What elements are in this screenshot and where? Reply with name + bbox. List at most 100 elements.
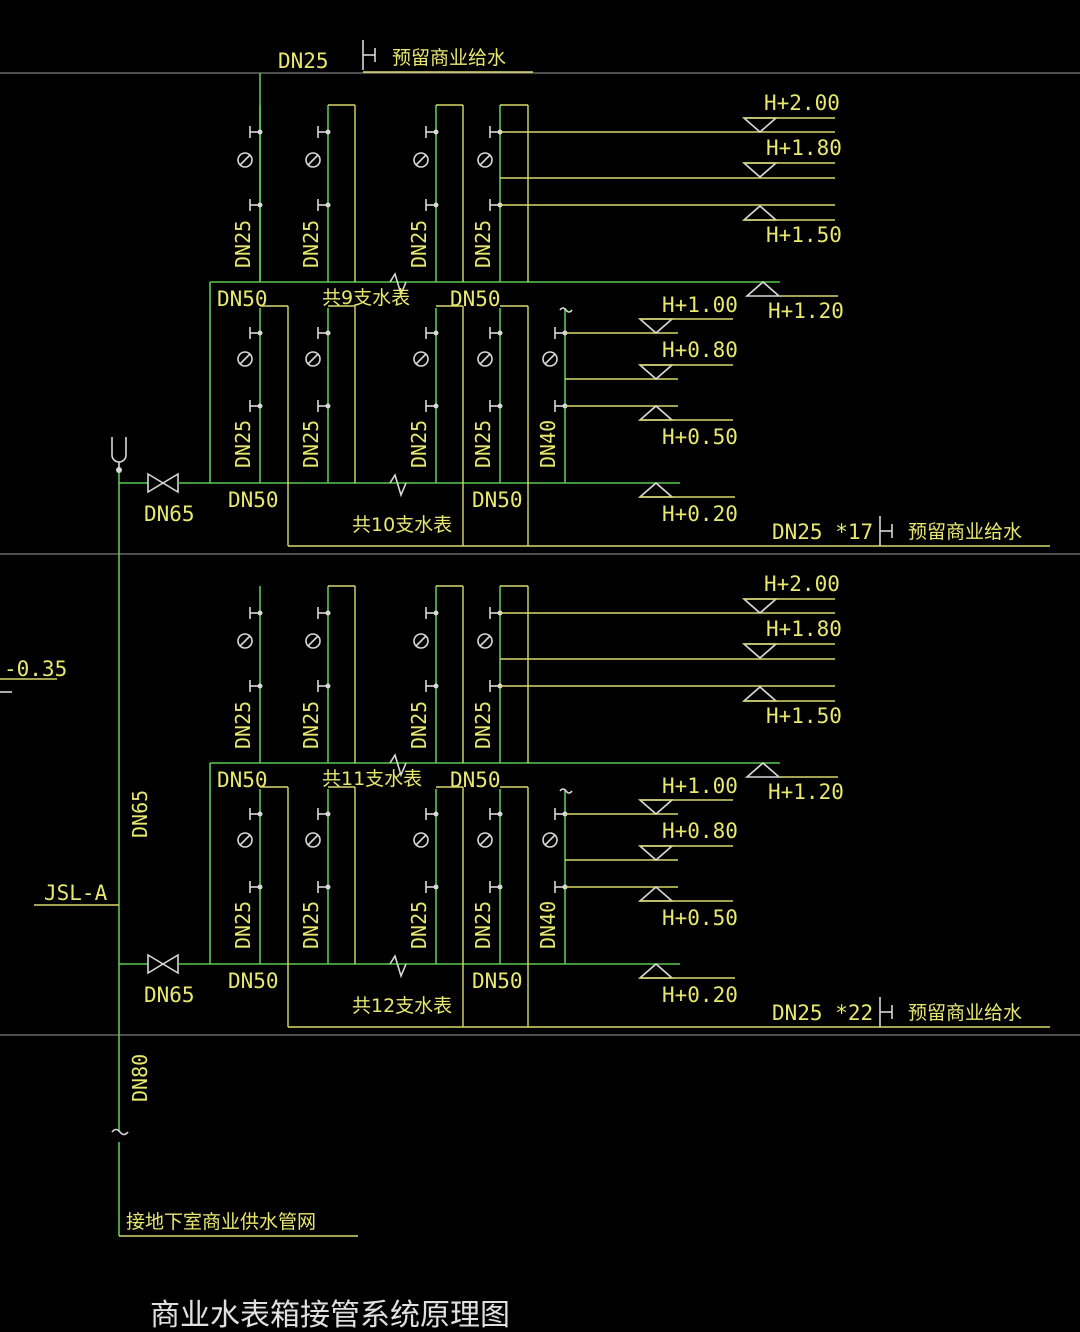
elevation-mark <box>741 685 779 702</box>
elevation-mark <box>637 962 675 979</box>
water-meter-icon <box>477 633 493 649</box>
branch-size: DN25 <box>231 701 255 749</box>
break-mark <box>389 473 407 498</box>
stop-valve-icon <box>425 199 439 211</box>
branch-size: DN25 <box>407 901 431 949</box>
branch-size: DN25 <box>299 220 323 268</box>
stop-valve-icon <box>317 607 331 619</box>
stop-valve-icon <box>317 400 331 412</box>
water-meter-icon <box>305 633 321 649</box>
stop-valve-icon <box>425 881 439 893</box>
elevation-mark <box>637 481 675 498</box>
stop-valve-icon <box>249 881 263 893</box>
air-vent-icon <box>111 437 127 463</box>
elevation-mark <box>741 204 779 221</box>
elevation-label: H+2.00 <box>764 572 840 596</box>
riser-upper-size: DN65 <box>128 790 152 838</box>
riser <box>0 437 358 1237</box>
elevation-mark <box>637 404 675 421</box>
stop-valve-icon <box>425 126 439 138</box>
reserve-label: 预留商业给水 <box>908 1002 1022 1024</box>
gate-valve-icon <box>119 953 210 975</box>
reserve-size: DN25 *17 <box>772 520 873 544</box>
elevation-mark <box>741 162 779 179</box>
elevation-label: H+1.50 <box>766 704 842 728</box>
meter-count: 共10支水表 <box>352 514 452 536</box>
water-meter-icon <box>542 832 558 848</box>
branch-size: DN40 <box>536 901 560 949</box>
stop-valve-icon <box>249 607 263 619</box>
riser-name: JSL-A <box>44 881 108 905</box>
water-meter-icon <box>542 351 558 367</box>
elevation-mark <box>744 761 782 778</box>
stop-valve-icon <box>249 808 263 820</box>
stop-valve-icon <box>249 327 263 339</box>
branch-size: DN25 <box>407 701 431 749</box>
reserve-size: DN25 *22 <box>772 1001 873 1025</box>
water-meter-icon <box>237 351 253 367</box>
branch-size: DN25 <box>231 901 255 949</box>
water-meter-icon <box>237 832 253 848</box>
elevation-label: H+2.00 <box>764 91 840 115</box>
elevation-mark <box>637 885 675 902</box>
elevation-label: H+1.80 <box>766 136 842 160</box>
stop-valve-icon <box>317 808 331 820</box>
elevation-label: H+0.80 <box>662 338 738 362</box>
meter-count: 共9支水表 <box>322 287 410 309</box>
branch-size: DN25 <box>231 420 255 468</box>
branch-size: DN40 <box>536 420 560 468</box>
valve-size: DN65 <box>144 502 195 526</box>
stop-valve-icon <box>425 808 439 820</box>
elevation-mark <box>637 799 675 816</box>
break-mark <box>389 272 407 297</box>
branch-size: DN25 <box>299 420 323 468</box>
header-size: DN50 <box>228 488 279 512</box>
reserve-label: 预留商业给水 <box>908 521 1022 543</box>
stop-valve-icon <box>489 199 503 211</box>
stop-valve-icon <box>489 126 503 138</box>
branch-size: DN25 <box>299 701 323 749</box>
source-label: 接地下室商业供水管网 <box>126 1211 316 1233</box>
header-size: DN50 <box>217 768 268 792</box>
water-meter-icon <box>477 832 493 848</box>
elevation-label: H+0.80 <box>662 819 738 843</box>
stop-valve-icon <box>249 126 263 138</box>
water-meter-icon <box>477 152 493 168</box>
elevation-label: H+0.50 <box>662 906 738 930</box>
stop-valve-icon <box>489 327 503 339</box>
stop-valve-icon <box>425 400 439 412</box>
stop-valve-icon <box>489 400 503 412</box>
header-size: DN50 <box>217 287 268 311</box>
elevation-mark <box>744 280 782 297</box>
header-size: DN50 <box>228 969 279 993</box>
gate-valve-icon <box>119 472 210 494</box>
stop-valve-icon <box>425 680 439 692</box>
elevation-mark <box>741 117 779 134</box>
stop-valve-icon <box>489 881 503 893</box>
water-meter-icon <box>305 832 321 848</box>
elevation-label: H+0.50 <box>662 425 738 449</box>
stop-valve-icon <box>249 199 263 211</box>
water-meter-icon <box>413 633 429 649</box>
water-meter-icon <box>477 351 493 367</box>
water-meter-icon <box>237 152 253 168</box>
header-size: DN50 <box>472 488 523 512</box>
stop-valve-icon <box>249 400 263 412</box>
stop-valve-icon <box>317 327 331 339</box>
water-meter-icon <box>413 832 429 848</box>
stop-valve-icon <box>489 808 503 820</box>
break-mark <box>389 954 407 979</box>
branch-size: DN25 <box>299 901 323 949</box>
top-pipe-size: DN25 <box>278 49 329 73</box>
elevation-label: H+1.00 <box>662 293 738 317</box>
elevation-label: H+0.20 <box>662 983 738 1007</box>
elevation-label: H+1.80 <box>766 617 842 641</box>
elevation-mark <box>741 643 779 660</box>
diagram-title: 商业水表箱接管系统原理图 <box>150 1298 510 1332</box>
branch-size: DN25 <box>231 220 255 268</box>
branch-size: DN25 <box>407 220 431 268</box>
stop-valve-icon <box>425 607 439 619</box>
water-meter-icon <box>413 152 429 168</box>
elevation-mark <box>637 845 675 862</box>
